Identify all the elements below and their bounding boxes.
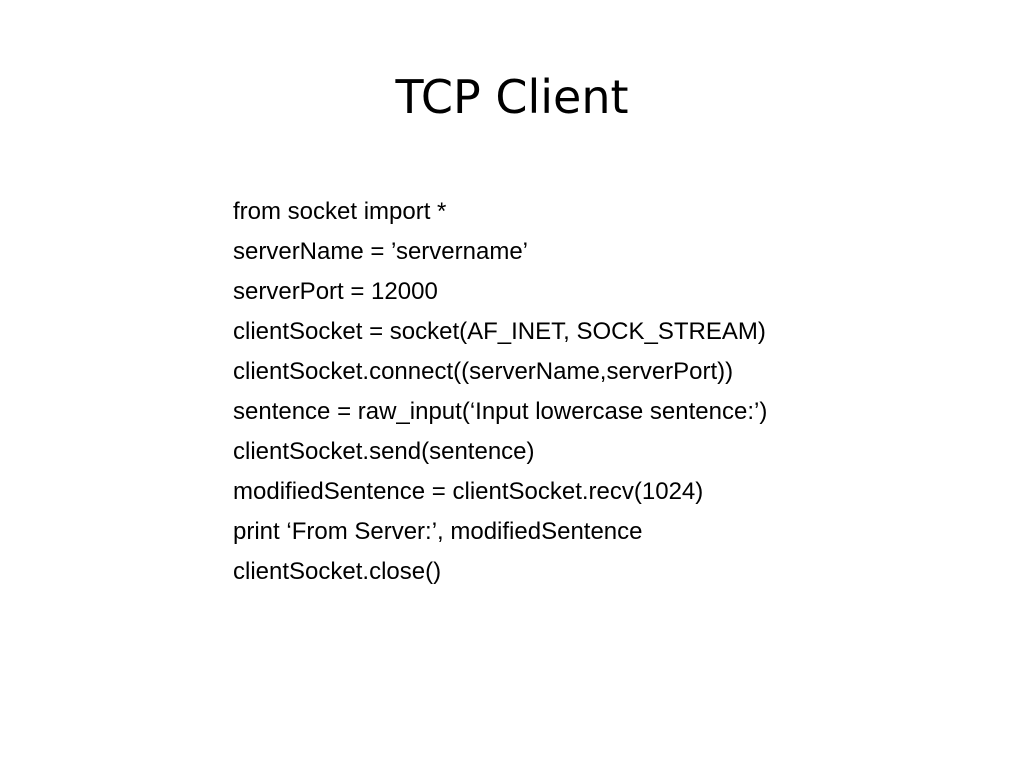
code-line: serverName = ’servername’ (233, 238, 528, 265)
code-line: clientSocket.send(sentence) (233, 438, 535, 465)
code-line: from socket import * (233, 198, 447, 225)
code-line: serverPort = 12000 (233, 278, 438, 305)
code-line: clientSocket.close() (233, 558, 442, 585)
code-line: sentence = raw_input(‘Input lowercase se… (233, 398, 768, 425)
code-block: from socket import * serverName = ’serve… (233, 192, 767, 592)
slide-title: TCP Client (395, 70, 629, 124)
code-line: modifiedSentence = clientSocket.recv(102… (233, 478, 704, 505)
code-line: clientSocket.connect((serverName,serverP… (233, 358, 734, 385)
code-line: print ‘From Server:’, modifiedSentence (233, 518, 643, 545)
code-line: clientSocket = socket(AF_INET, SOCK_STRE… (233, 318, 766, 345)
